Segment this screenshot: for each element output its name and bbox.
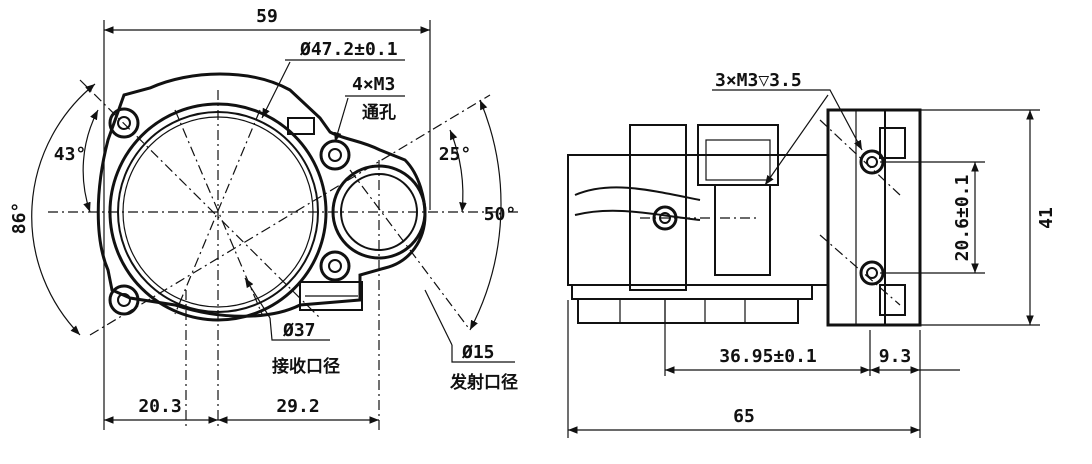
receive-label: 接收口径 [272,356,340,377]
arc-50deg [469,99,502,331]
lens-mount [629,124,687,291]
arc-43deg [82,109,99,213]
angle-50-label: 50° [484,204,517,225]
pcb-components [577,298,799,324]
mounting-hole-br [319,250,351,282]
cable [574,186,701,201]
receive-diameter-label: Ø37 [282,320,316,341]
housing-outline [96,72,427,318]
dim-65-label: 65 [733,406,755,427]
holes-note-label: 通孔 [362,103,396,123]
angle-86-label: 86° [9,202,30,235]
dim-20-6-label: 20.6±0.1 [952,175,973,262]
emit-diameter-label: Ø15 [461,342,495,363]
inner-tube [714,184,771,276]
mounting-hole-bl [108,284,140,316]
angle-43-label: 43° [54,144,87,165]
top-tab [287,117,315,135]
mounting-hole-tl [108,107,140,139]
front-view: 59 [9,6,520,430]
dim-9-3-label: 9.3 [879,346,912,367]
arc-86deg [31,83,96,336]
arc-25deg [449,129,467,213]
dim-59-label: 59 [256,6,278,27]
side-holes-label: 3×M3▽3.5 [715,70,802,91]
pcb-board [571,284,813,300]
emit-label: 发射口径 [449,372,518,393]
dim-29-2-label: 29.2 [276,396,319,417]
dim-41-label: 41 [1036,207,1057,229]
dim-20-3-label: 20.3 [138,396,181,417]
flange-block [826,108,922,327]
dim-36-95-label: 36.95±0.1 [719,346,817,367]
angle-25-label: 25° [439,144,472,165]
holes-label: 4×M3 [352,74,395,95]
flange-diameter-label: Ø47.2±0.1 [299,39,398,60]
connector-block [299,281,363,311]
side-view: 3×M3▽3.5 41 20.6±0.1 36.95±0.1 9.3 65 [567,70,1057,438]
mounting-hole-tr [319,139,351,171]
